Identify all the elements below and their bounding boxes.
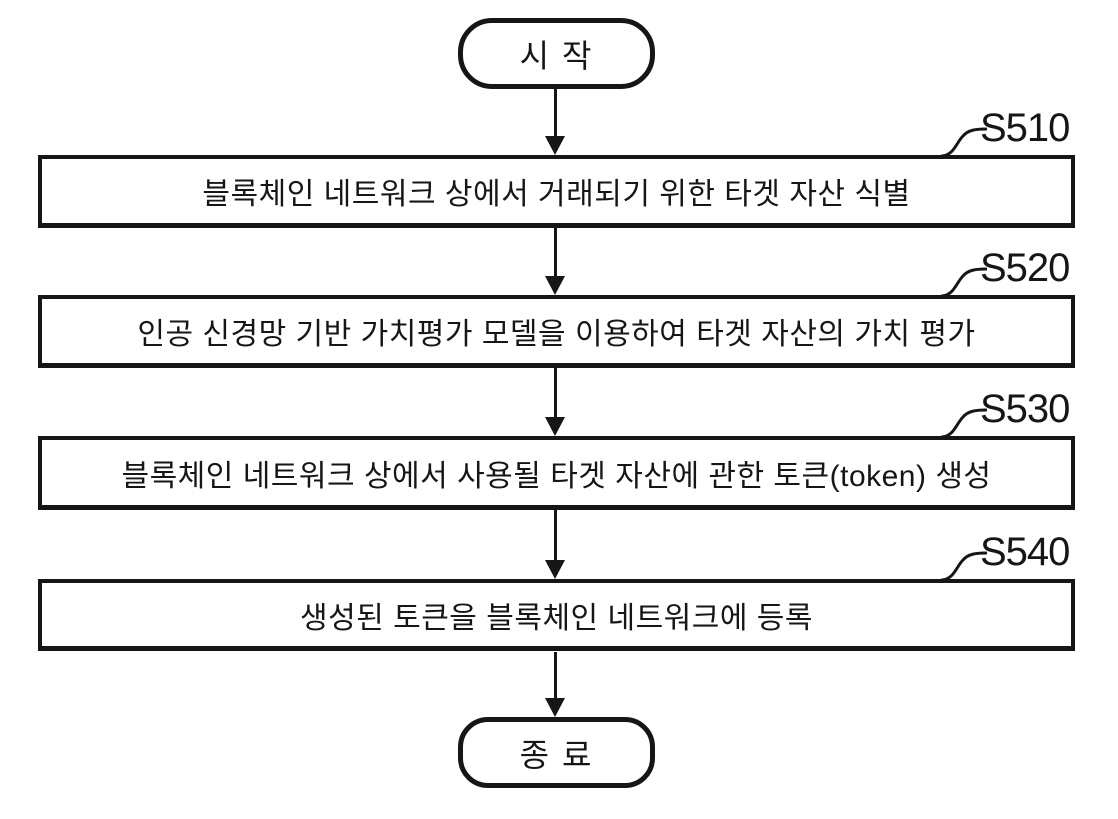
step-ref-s510: S510: [980, 106, 1070, 150]
arrow-s520-to-s530: [545, 368, 565, 436]
arrow-s530-to-s540: [545, 510, 565, 579]
process-text-s510: 블록체인 네트워크 상에서 거래되기 위한 타겟 자산 식별: [202, 178, 911, 211]
step-ref-s530: S530: [980, 387, 1070, 431]
process-text-s530: 블록체인 네트워크 상에서 사용될 타겟 자산에 관한 토큰(token) 생성: [121, 459, 992, 493]
leader-curve-s520: [941, 267, 987, 297]
step-ref-s520: S520: [980, 246, 1070, 290]
leader-curve-s530: [941, 408, 987, 438]
arrow-s510-to-s520: [545, 228, 565, 295]
leader-curve-s540: [941, 551, 987, 581]
arrow-s540-to-end: [545, 652, 565, 717]
arrow-start-to-s510: [545, 88, 565, 155]
terminal-end: 종 료: [458, 717, 655, 788]
leader-curve-s510: [941, 127, 987, 157]
process-box-s540: 생성된 토큰을 블록체인 네트워크에 등록: [38, 579, 1075, 651]
process-text-s520: 인공 신경망 기반 가치평가 모델을 이용하여 타겟 자산의 가치 평가: [137, 318, 976, 351]
process-box-s530: 블록체인 네트워크 상에서 사용될 타겟 자산에 관한 토큰(token) 생성: [38, 436, 1075, 510]
step-ref-s540: S540: [980, 530, 1070, 574]
process-box-s510: 블록체인 네트워크 상에서 거래되기 위한 타겟 자산 식별: [38, 155, 1075, 228]
terminal-start-label: 시 작: [519, 37, 594, 74]
terminal-end-label: 종 료: [519, 736, 594, 773]
process-box-s520: 인공 신경망 기반 가치평가 모델을 이용하여 타겟 자산의 가치 평가: [38, 295, 1075, 368]
terminal-start: 시 작: [458, 18, 655, 89]
process-text-s540: 생성된 토큰을 블록체인 네트워크에 등록: [299, 601, 814, 635]
